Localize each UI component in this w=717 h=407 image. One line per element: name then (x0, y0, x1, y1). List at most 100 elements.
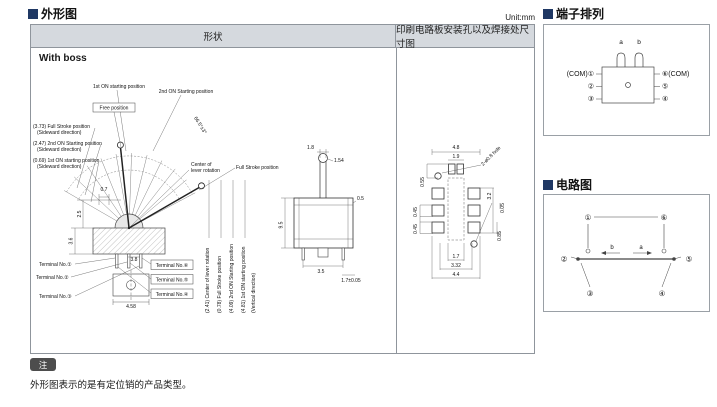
terminal-pin-b-label: b (637, 39, 641, 46)
label-2nd-on-side-dir: (Sideward direction) (37, 147, 82, 153)
pcb-dim-0-55: 0.55 (420, 177, 426, 187)
boss-detail (112, 270, 150, 305)
circuit-segment-a: a (639, 245, 643, 251)
dimension-lines (69, 89, 246, 297)
circuit-terminal-3: ③ (587, 289, 594, 298)
circuit-lines (570, 216, 682, 288)
pcb-dim-3-32: 3.32 (451, 263, 461, 269)
front-dim-9-5: 9.5 (279, 221, 285, 228)
vert-direction-label: (Vertical direction) (251, 273, 257, 313)
front-dim-1-7: 1.7±0.05 (341, 278, 361, 284)
pcb-dim-1-7: 1.7 (453, 254, 460, 260)
terminal-arrangement-diagram: a b (COM)① ② ③ ⑥(COM) ⑤ ④ (567, 39, 689, 104)
section-marker-icon (543, 8, 553, 19)
circuit-terminal-5: ⑤ (686, 255, 693, 264)
terminal-com6-label: ⑥(COM) (662, 70, 689, 78)
dim-3-6: 3.6 (69, 237, 75, 244)
vert-2nd-on-label: (4.09) 2nd ON Starting position (229, 244, 235, 313)
label-center-1: Center of (191, 162, 212, 168)
circuit-terminal-1: ① (585, 213, 592, 222)
terminal-3-label: ③ (588, 95, 594, 103)
label-1st-on: 1st ON starting position (93, 84, 145, 90)
outline-section-title: 外形图 (28, 5, 77, 22)
vert-1st-on-label: (4.81) 1st ON starting position (241, 246, 247, 313)
terminal-com1-label: (COM)① (567, 70, 594, 78)
with-boss-label: With boss (39, 53, 87, 64)
circuit-terminal-2: ② (561, 255, 568, 264)
terminal-title-text: 端子排列 (556, 7, 605, 21)
dim-2-5: 2.5 (77, 210, 83, 217)
column-divider (396, 48, 397, 354)
front-dim-1-8: 1.8 (307, 145, 314, 151)
pcb-pads (431, 163, 481, 248)
terminal-section-title: 端子排列 (543, 5, 604, 22)
pcb-dim-3-2: 3.2 (487, 192, 493, 199)
terminal-no1-label: Terminal No.① (39, 262, 72, 268)
circuit-terminal-4: ④ (659, 289, 666, 298)
terminal-5-label: ⑤ (662, 83, 668, 91)
outline-title-text: 外形图 (41, 7, 78, 21)
pcb-column-header: 印刷电路板安装孔以及焊接处尺寸图 (396, 25, 530, 50)
pcb-dimension-lines (419, 149, 501, 279)
travel-arcs (66, 155, 193, 201)
circuit-terminal-6: ⑥ (661, 213, 668, 222)
section-marker-icon (28, 8, 38, 19)
outline-table-header: 形状 印刷电路板安装孔以及焊接处尺寸图 (31, 25, 534, 50)
label-full-stroke: Full Stroke position (236, 165, 279, 171)
label-full-stroke-side-dir: (Sideward direction) (37, 130, 82, 136)
circuit-section-title: 电路图 (543, 176, 592, 193)
switch-body-side (92, 141, 205, 269)
terminal-no4-label: Terminal No.④ (156, 292, 189, 298)
pcb-dim-1-9: 1.9 (453, 154, 460, 160)
terminal-pin-a-label: a (619, 39, 623, 46)
outline-table: 形状 印刷电路板安装孔以及焊接处尺寸图 With boss (30, 24, 535, 354)
switch-body-front (293, 153, 354, 261)
label-angle: 66.5°±3° (192, 116, 207, 136)
terminal-no2-label: Terminal No.② (36, 275, 69, 281)
terminal-no3-label: Terminal No.③ (39, 294, 72, 300)
outline-table-body: With boss (31, 48, 534, 354)
note-text: 外形图表示的是有定位销的产品类型。 (30, 380, 192, 391)
pcb-dim-0-05: 0.05 (500, 203, 506, 213)
terminal-2-label: ② (588, 83, 594, 91)
shape-column-header: 形状 (31, 25, 396, 47)
pcb-dim-0-85: 0.85 (497, 231, 503, 241)
front-dim-0-5: 0.5 (357, 196, 364, 202)
terminal-diagram-lines (596, 52, 660, 104)
circuit-diagram: ① ⑥ ② ⑤ ③ ④ b a (561, 213, 693, 298)
front-dimension-lines (281, 149, 357, 276)
dim-0-7: 0.7 (101, 187, 108, 193)
terminal-label-boxes (150, 259, 194, 299)
pcb-hole-label: 2-ø0.8 hole (480, 145, 502, 167)
free-position-box (92, 102, 136, 113)
label-2nd-on: 2nd ON Starting position (159, 89, 214, 95)
dim-4-58: 4.58 (126, 304, 136, 310)
terminal-4-label: ④ (662, 95, 668, 103)
vert-full-stroke-label: (0.78) Full Stroke position (217, 256, 223, 313)
label-center-2: lever rotation (191, 168, 220, 174)
circuit-segment-b: b (610, 245, 614, 251)
pcb-dim-4-4: 4.4 (453, 272, 460, 278)
shape-drawing: 1st ON starting position 2nd ON Starting… (33, 84, 364, 313)
label-free-position: Free position (100, 106, 129, 112)
section-marker-icon (543, 179, 553, 190)
pcb-pattern-drawing: 4.8 1.9 2-ø0.8 hole 0.55 0.45 0.45 3.2 0… (413, 145, 506, 279)
label-full-stroke-side: (3.73) Full Stroke position (33, 124, 90, 130)
front-dim-1-54: 1.54 (334, 158, 344, 164)
circuit-diagram-panel: ① ⑥ ② ⑤ ③ ④ b a (543, 194, 710, 312)
label-1st-on-side-dir: (Sideward direction) (37, 164, 82, 170)
vert-center-label: (2.41) Center of lever rotation (205, 247, 211, 313)
dim-3-8: 3.8 (131, 257, 138, 263)
pcb-dim-0-45a: 0.45 (413, 207, 419, 217)
label-2nd-on-side: (2.47) 2nd ON Starting position (33, 141, 102, 147)
front-dim-3-5: 3.5 (318, 269, 325, 275)
label-1st-on-side: (0.69) 1st ON starting position (33, 158, 100, 164)
unit-label: Unit:mm (505, 13, 535, 22)
note-badge: 注 (30, 358, 56, 371)
pcb-dim-4-8: 4.8 (453, 145, 460, 151)
pcb-dim-0-45b: 0.45 (413, 224, 419, 234)
terminal-no5-label: Terminal No.⑤ (156, 278, 189, 284)
circuit-arrows (601, 251, 652, 255)
terminal-arrangement-panel: a b (COM)① ② ③ ⑥(COM) ⑤ ④ (543, 24, 710, 136)
